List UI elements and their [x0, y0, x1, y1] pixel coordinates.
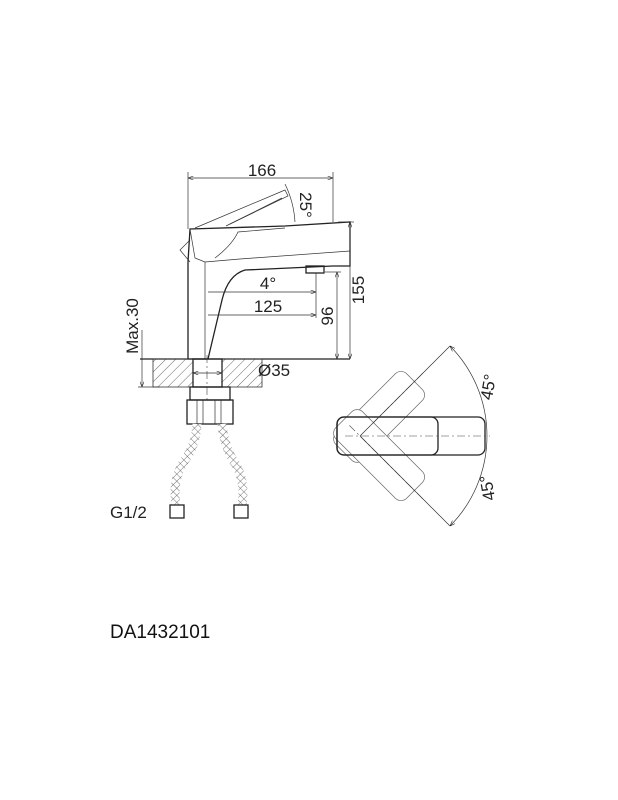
- rotation-arc: [450, 346, 488, 526]
- dim-spout-angle: 4°: [260, 274, 276, 293]
- lever-angle-arc: [284, 183, 296, 223]
- countertop-right: [221, 358, 263, 388]
- model-number: DA1432101: [110, 622, 211, 643]
- dim-rotation-left: 45°: [477, 373, 500, 402]
- dim-height: 155: [349, 276, 368, 304]
- fitting-left: [169, 504, 185, 519]
- hose-left: [170, 423, 202, 506]
- dim-rotation-right: 45°: [476, 474, 499, 503]
- dim-max-thickness: Max.30: [123, 298, 142, 354]
- dim-overall-length: 166: [248, 161, 276, 180]
- fitting-right: [233, 504, 249, 519]
- faucet-body: [187, 221, 351, 360]
- dim-connection: G1/2: [110, 503, 147, 522]
- countertop-left: [152, 358, 194, 388]
- raised-lever-ghost: [179, 189, 289, 263]
- dim-hole-diameter: Ø35: [258, 361, 290, 380]
- dim-spout-reach: 125: [254, 297, 282, 316]
- faucet-side-view: [140, 189, 351, 519]
- dim-spout-height: 96: [318, 307, 337, 326]
- hose-right: [217, 423, 248, 506]
- aerator: [305, 265, 325, 274]
- faucet-top-view: 45° 45°: [333, 346, 500, 526]
- dim-lever-angle: 25°: [296, 192, 315, 218]
- mounting-nut: [186, 399, 234, 425]
- dimension-lines: 166 25° 155 4° 125 96 Max.30 Ø35 G1/2: [110, 161, 368, 522]
